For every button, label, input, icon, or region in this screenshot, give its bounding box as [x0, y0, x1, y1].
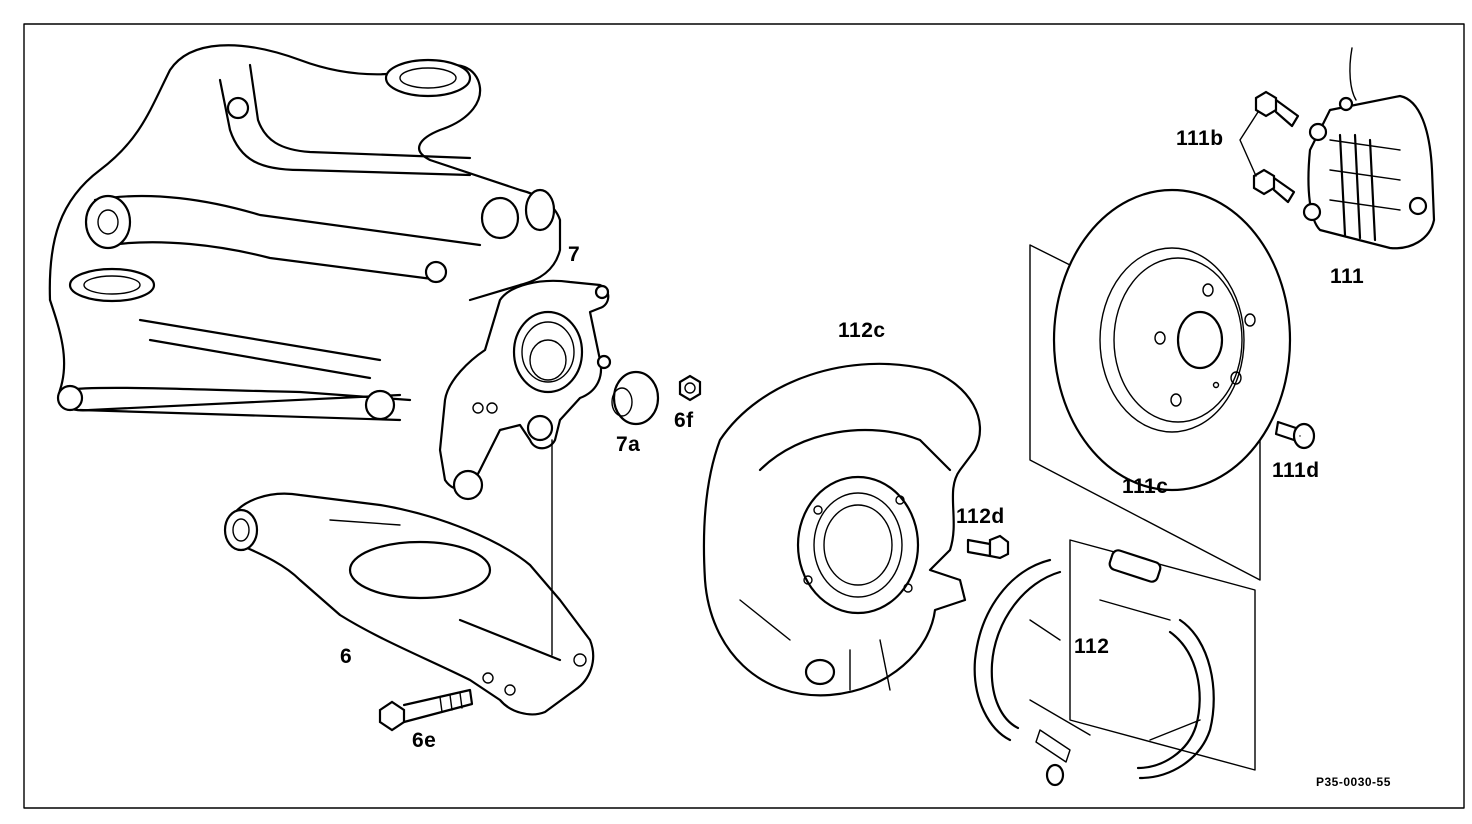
rear-axle-subframe	[48, 44, 562, 422]
shield-bolt	[966, 534, 1010, 560]
callout-7a: 7a	[616, 433, 641, 456]
callout-112d: 112d	[956, 505, 1005, 528]
reference-code: P35-0030-55	[1316, 775, 1391, 789]
dust-shield	[702, 362, 981, 697]
caliper-bolts	[1239, 90, 1300, 204]
nut-6f	[678, 374, 702, 402]
callout-6f: 6f	[674, 409, 694, 432]
callout-111: 111	[1330, 265, 1365, 288]
callout-6e: 6e	[412, 729, 437, 752]
callout-111c: 111c	[1122, 475, 1169, 498]
brake-caliper	[1302, 47, 1436, 250]
callout-112: 112	[1074, 635, 1110, 658]
diagram-frame	[23, 23, 1465, 809]
bushing-7a	[611, 370, 660, 426]
brake-disc-panel	[1029, 188, 1292, 581]
parking-brake-panel	[973, 539, 1256, 787]
callout-6: 6	[340, 645, 353, 668]
control-arm	[223, 492, 595, 716]
disc-screw	[1274, 420, 1316, 450]
bolt-6e	[378, 688, 474, 732]
callout-112c: 112c	[838, 319, 886, 342]
callout-7: 7	[568, 243, 581, 266]
callout-111b: 111b	[1176, 127, 1224, 150]
wheel-carrier	[438, 279, 612, 656]
callout-111d: 111d	[1272, 459, 1320, 482]
